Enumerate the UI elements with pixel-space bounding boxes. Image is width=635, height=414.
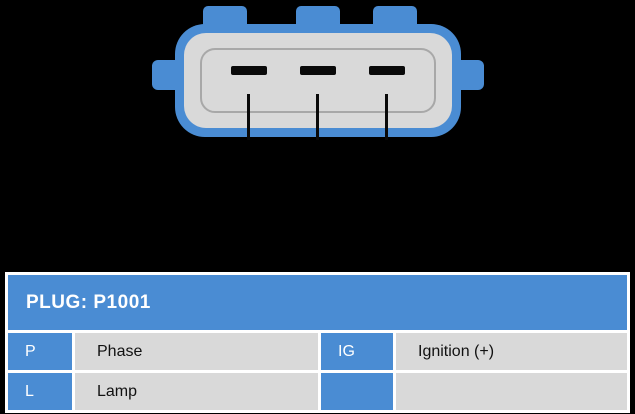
pin-desc-cell: Ignition (+)	[396, 333, 627, 370]
pin-desc-cell	[396, 373, 627, 410]
pin-slot-1	[231, 66, 267, 75]
pin-slot-2	[300, 66, 336, 75]
table-row: P Phase IG Ignition (+)	[8, 333, 627, 370]
pin-desc-cell: Lamp	[75, 373, 318, 410]
pin-slot-3	[369, 66, 405, 75]
pin-code-cell	[321, 373, 393, 410]
pin-code-cell: IG	[321, 333, 393, 370]
pin-leader-line-1	[247, 94, 250, 140]
pin-code-cell: P	[8, 333, 72, 370]
plug-pinout-table: PLUG: P1001 P Phase IG Ignition (+) L La…	[5, 272, 630, 413]
plug-side-tab-left	[152, 60, 178, 90]
pin-leader-line-3	[385, 94, 388, 140]
plug-connector-diagram	[175, 24, 461, 140]
pin-desc-cell: Phase	[75, 333, 318, 370]
plug-side-tab-right	[458, 60, 484, 90]
plug-table-title: PLUG: P1001	[8, 275, 627, 330]
pin-code-cell: L	[8, 373, 72, 410]
pin-leader-line-2	[316, 94, 319, 140]
table-row: L Lamp	[8, 373, 627, 410]
